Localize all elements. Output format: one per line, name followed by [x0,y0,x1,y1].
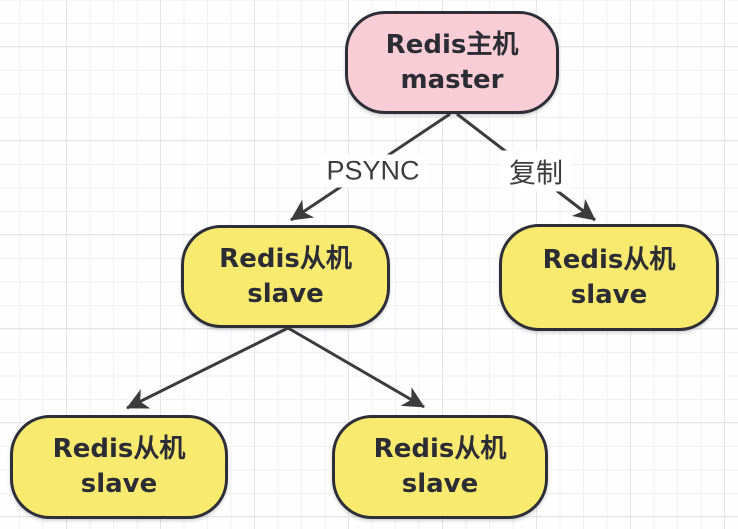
node-redis-slave-left[interactable]: Redis从机 slave [181,225,390,328]
node-redis-slave-bottom-left[interactable]: Redis从机 slave [10,415,228,519]
node-slave-right-line2: slave [570,279,648,310]
node-redis-slave-bottom-mid[interactable]: Redis从机 slave [332,415,548,519]
node-slave-right-line1: Redis从机 [542,244,676,275]
node-slave-bottom-mid-line1: Redis从机 [373,434,507,464]
node-slave-bottom-left-line1: Redis从机 [52,434,186,464]
node-master-line1: Redis主机 [385,29,519,60]
node-slave-left-line1: Redis从机 [219,243,352,274]
node-slave-left-line2: slave [247,278,324,309]
edge-label-fuzhi[interactable]: 复制 [502,150,570,192]
node-master-line2: master [400,64,504,95]
node-slave-bottom-mid-line2: slave [401,469,479,499]
node-redis-slave-right[interactable]: Redis从机 slave [499,224,719,331]
edge-label-psync[interactable]: PSYNC [319,154,427,188]
node-redis-master[interactable]: Redis主机 master [345,11,559,114]
node-slave-bottom-left-line2: slave [80,469,158,499]
edge-line-slaveleft-bottommid [287,326,425,409]
edge-line-slaveleft-bottomleft [126,326,289,410]
